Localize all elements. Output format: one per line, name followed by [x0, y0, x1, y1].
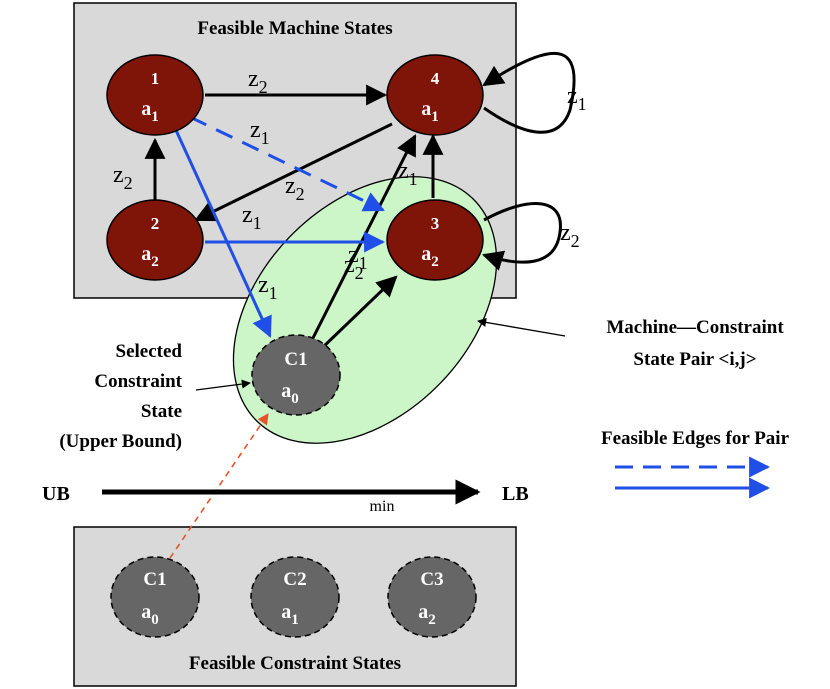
edge-label-c1-3: z1: [348, 242, 368, 273]
constraint-state-c2-action: a1: [281, 601, 299, 628]
selected-annotation-line1: Selected: [116, 341, 183, 362]
machine-state-3-action: a2: [421, 243, 439, 270]
machine-state-4: 4 a1: [386, 54, 484, 136]
edge-label-3-4: z1: [398, 158, 418, 189]
machine-state-4-action: a1: [421, 98, 439, 125]
constraint-state-c1-id: C1: [143, 569, 166, 590]
edge-c1-to-4: [310, 134, 417, 341]
edge-label-loop-3: z2: [560, 220, 580, 251]
self-loop-3: [481, 202, 562, 271]
edge-1-to-3-dashed: [189, 115, 385, 212]
edge-label-c1-4: z2: [344, 252, 364, 283]
edge-c1-to-3: [320, 275, 398, 350]
machine-state-3-id: 3: [431, 214, 440, 233]
legend-title: Feasible Edges for Pair: [601, 428, 790, 449]
selected-constraint-id: C1: [284, 349, 307, 370]
selected-annotation-line2: Constraint: [94, 371, 182, 392]
edge-4-to-2: [194, 122, 393, 222]
constraint-state-c1: C1 a0: [110, 556, 200, 638]
edge-label-2-3: z1: [242, 202, 262, 233]
machine-state-2: 2 a2: [106, 199, 204, 281]
selected-constraint-node: C1 a0: [251, 334, 341, 416]
constraint-state-c3-action: a2: [418, 601, 436, 628]
constraint-state-c3: C3 a2: [387, 556, 477, 638]
pair-annotation-line1: Machine—Constraint: [606, 317, 784, 338]
edge-1-to-c1: [173, 127, 272, 338]
selected-pointer-line: [195, 379, 251, 391]
lb-label: LB: [502, 483, 529, 505]
pair-pointer-line: [477, 317, 566, 337]
selected-annotation-line3: State: [141, 401, 182, 422]
edge-label-1-3: z1: [250, 117, 270, 148]
constraint-state-c3-id: C3: [420, 569, 443, 590]
selected-constraint-action: a0: [281, 380, 299, 407]
selected-annotation-line4: (Upper Bound): [59, 431, 182, 452]
min-label: min: [370, 498, 395, 515]
edge-label-2-1: z2: [113, 162, 133, 193]
edge-label-4-2: z2: [285, 173, 305, 204]
constraint-panel-title: Feasible Constraint States: [189, 653, 401, 674]
machine-state-1: 1 a1: [106, 54, 204, 136]
edge-label-1-c1: z1: [258, 272, 278, 303]
machine-state-2-id: 2: [151, 214, 160, 233]
constraint-state-c1-action: a0: [141, 601, 159, 628]
machine-state-2-action: a2: [141, 243, 159, 270]
pair-annotation-line2: State Pair <i,j>: [633, 349, 756, 370]
edge-label-loop-4: z1: [567, 83, 587, 114]
machine-state-3: 3 a2: [386, 199, 484, 281]
self-loop-4: [482, 51, 576, 134]
machine-state-1-id: 1: [151, 69, 160, 88]
constraint-state-c2-id: C2: [283, 569, 306, 590]
edge-label-1-4: z2: [248, 66, 268, 97]
machine-state-4-id: 4: [431, 69, 440, 88]
ub-label: UB: [42, 483, 70, 505]
machine-state-1-action: a1: [141, 98, 159, 125]
constraint-state-c2: C2 a1: [250, 556, 340, 638]
edge-c1-bottom-to-selected: [169, 413, 269, 559]
machine-panel-title: Feasible Machine States: [197, 18, 392, 39]
